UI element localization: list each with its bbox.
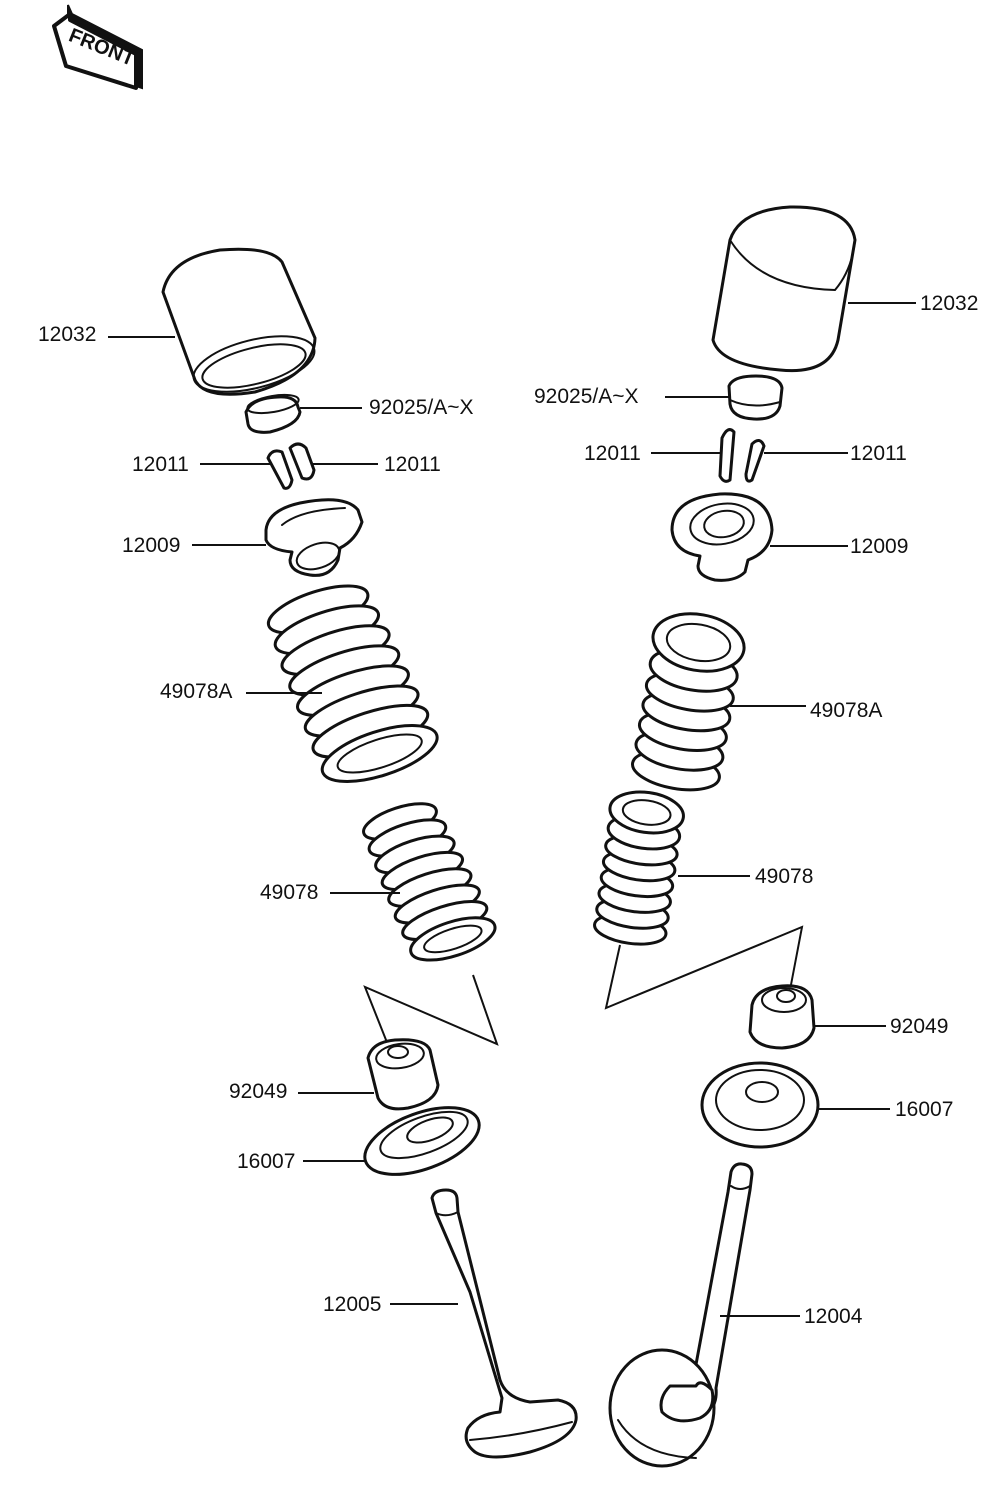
right-shim-92025 [727,374,784,421]
left-inner-spring-49078 [362,802,497,962]
right-valve-12004 [608,1162,754,1468]
part-label: 16007 [895,1098,953,1121]
part-label: 12011 [132,453,189,476]
right-tappet-12032 [711,205,857,373]
part-label: 12032 [38,323,96,346]
right-oil-seal-92049 [748,984,816,1050]
left-retainer-12009 [264,498,364,577]
break-line [363,974,499,1051]
left-spring-seat-16007 [363,1106,481,1176]
front-badge: FRONT [52,4,143,90]
left-valve-12005 [430,1188,578,1459]
right-inner-spring-49078 [593,790,685,946]
left-shim-92025 [244,393,302,434]
right-assembly: 12032 92025/A~X 12011 12011 12009 [534,205,978,1468]
right-cotters-12011 [718,428,766,483]
right-retainer-12009 [670,492,774,582]
break-line [604,925,804,1010]
part-label: 12011 [384,453,441,476]
part-label: 12009 [122,534,180,557]
part-label: 12005 [323,1293,381,1316]
left-assembly: 12032 92025/A~X 12011 12011 12009 [38,247,578,1459]
part-label: 12004 [804,1305,863,1328]
part-label: 49078A [160,680,232,703]
part-label: 49078A [810,699,882,722]
left-oil-seal-92049 [366,1038,440,1111]
front-arrow-icon [52,4,143,90]
part-label: 49078 [755,865,813,888]
right-spring-seat-16007 [700,1061,820,1149]
part-label: 92025/A~X [534,385,639,408]
part-label: 92049 [229,1080,287,1103]
part-label: 92025/A~X [369,396,474,419]
part-label: 16007 [237,1150,295,1173]
part-label: 12011 [584,442,641,465]
part-label: 12032 [920,292,978,315]
left-tappet-12032 [161,247,317,396]
part-label: 92049 [890,1015,948,1038]
part-label: 12009 [850,535,908,558]
right-outer-spring-49078A [631,612,746,792]
part-label: 12011 [850,442,907,465]
left-cotters-12011 [266,442,316,490]
part-label: 49078 [260,881,318,904]
left-outer-spring-49078A [266,584,439,783]
